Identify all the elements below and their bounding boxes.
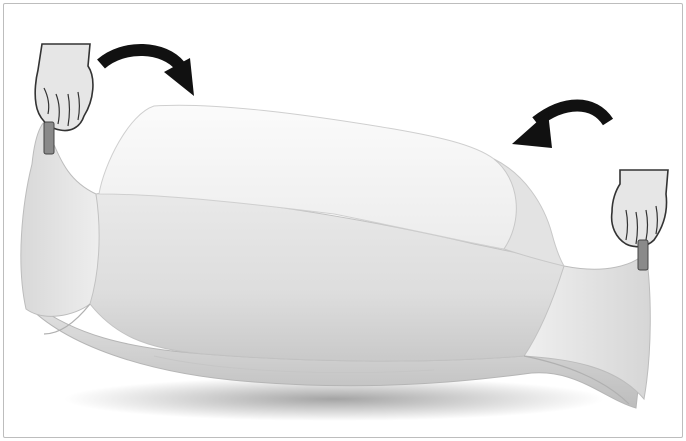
right-hand-icon — [612, 170, 668, 270]
illustration-frame — [3, 3, 683, 438]
cover-left-wing — [21, 122, 100, 316]
curved-arrow-left-icon — [512, 106, 608, 149]
left-strap — [44, 122, 54, 154]
right-strap — [638, 240, 648, 270]
left-hand-icon — [35, 44, 93, 154]
cover-illustration — [4, 4, 683, 438]
curved-arrow-right-icon — [101, 50, 194, 96]
